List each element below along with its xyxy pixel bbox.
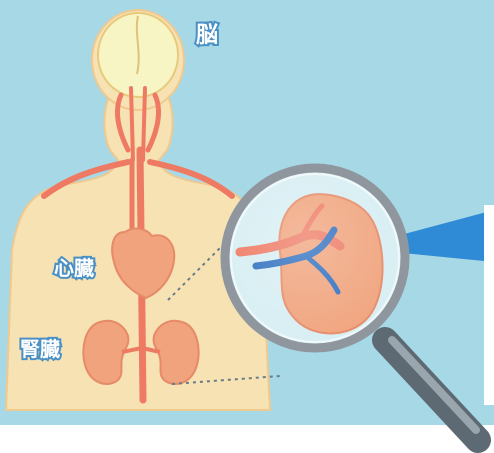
neck-artery-mid-left: [131, 88, 133, 160]
kidney-right: [154, 321, 199, 384]
label-kidney: 腎臓: [20, 337, 60, 361]
label-heart: 心臓: [54, 256, 94, 280]
kidney-left: [83, 321, 128, 384]
label-brain: 脳: [196, 23, 218, 48]
side-panel-edge: [484, 205, 494, 405]
bottom-margin: [0, 425, 494, 453]
